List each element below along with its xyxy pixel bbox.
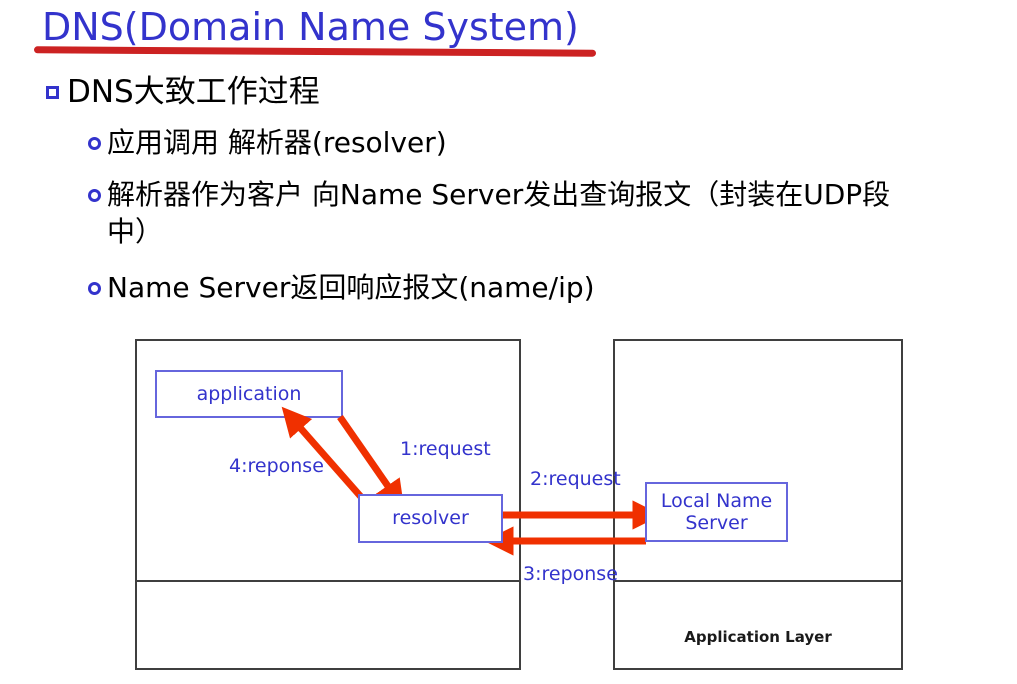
circle-bullet-icon [88, 282, 101, 295]
server-layer-divider [613, 580, 903, 582]
bullet-level1: DNS大致工作过程 [46, 72, 320, 112]
arrow-label-step1: 1:request [400, 438, 491, 460]
application-box: application [155, 370, 343, 418]
arrow-label-step4: 4:reponse [229, 455, 324, 477]
bullet-level2-label-3: Name Server返回响应报文(name/ip) [107, 271, 595, 304]
circle-bullet-icon [88, 189, 101, 202]
bullet-level2-item-3: Name Server返回响应报文(name/ip) [88, 269, 595, 306]
arrow-step4-reponse [281, 406, 365, 501]
page-title: DNS(Domain Name System) [42, 5, 579, 49]
host-layer-divider [135, 580, 521, 582]
bullet-level2-label-2: 解析器作为客户 向Name Server发出查询报文（封装在UDP段中） [107, 178, 891, 248]
arrow-label-step2: 2:request [530, 468, 621, 490]
arrow-step1-request [337, 415, 405, 510]
bullet-level1-label: DNS大致工作过程 [67, 74, 320, 110]
bullet-level2-item-2: 解析器作为客户 向Name Server发出查询报文（封装在UDP段中） [88, 176, 907, 250]
server-outer-box [613, 339, 903, 670]
bullet-level2-item-1: 应用调用 解析器(resolver) [88, 124, 447, 161]
square-bullet-icon [46, 86, 59, 99]
circle-bullet-icon [88, 137, 101, 150]
arrow-label-step3: 3:reponse [523, 563, 618, 585]
application-layer-label: Application Layer [684, 628, 832, 646]
resolver-box: resolver [358, 494, 503, 543]
host-outer-box [135, 339, 521, 670]
bullet-level2-label-1: 应用调用 解析器(resolver) [107, 126, 447, 159]
